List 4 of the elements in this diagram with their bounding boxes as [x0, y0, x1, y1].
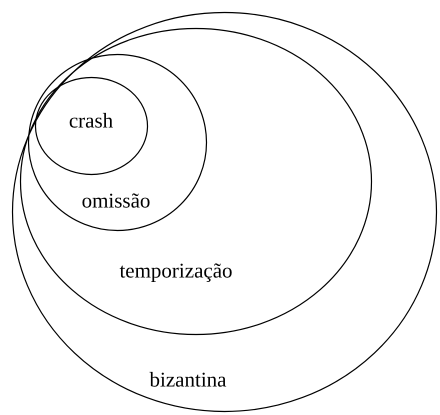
- set-label: temporização: [119, 260, 233, 282]
- set-label: bizantina: [150, 370, 226, 390]
- set-label: crash: [68, 110, 114, 132]
- set-label: omissão: [82, 190, 150, 212]
